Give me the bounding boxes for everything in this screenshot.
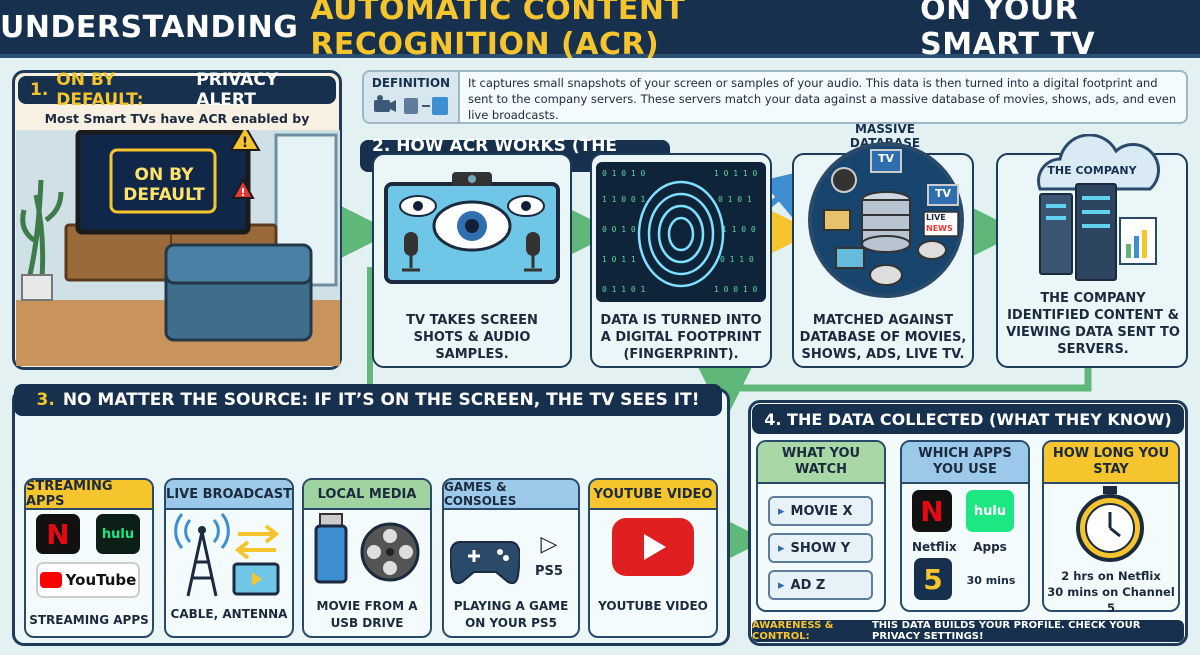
gamepad-icon (450, 541, 520, 585)
database-circle (808, 142, 964, 298)
source-card-streaming: STREAMING APPS (24, 478, 154, 638)
svg-text:1 1 0 0: 1 1 0 0 (722, 225, 756, 234)
db-news: NEWS (926, 224, 953, 233)
svg-text:0 1 0 1: 0 1 0 1 (718, 195, 752, 204)
youtube-logo: YouTube (36, 562, 140, 598)
source-title-youtube: YOUTUBE VIDEO (590, 480, 716, 510)
svg-text:1 0 1 1 0: 1 0 1 1 0 (714, 169, 758, 178)
tv-text-line2: DEFAULT (123, 185, 205, 205)
definition-label: DEFINITION (371, 76, 451, 90)
data-col-apps-title: WHICH APPS YOU USE (902, 442, 1028, 484)
watch-item-3: ▸ AD Z (768, 570, 873, 600)
netflix-logo-small: N (912, 490, 952, 532)
data-col-watch: WHAT YOU WATCH ▸ MOVIE X ▸ SHOW Y ▸ AD Z (756, 440, 886, 612)
section3-heading: NO MATTER THE SOURCE: IF IT’S ON THE SCR… (62, 390, 700, 410)
tv-on-by-default: ON BY DEFAULT (114, 165, 214, 205)
svg-text:1 0 1 1: 1 0 1 1 (602, 255, 636, 264)
footer-bold: AWARENESS & CONTROL: (752, 620, 834, 642)
title-highlight: AUTOMATIC CONTENT RECOGNITION (ACR) (310, 0, 686, 62)
definition-text: It captures small snapshots of your scre… (468, 76, 1177, 122)
title-bar: UNDERSTANDING AUTOMATIC CONTENT RECOGNIT… (0, 0, 1200, 62)
youtube-wordmark: YouTube (65, 571, 137, 589)
camera-server-icon (374, 95, 448, 115)
svg-text:0 1 1 0: 0 1 1 0 (720, 255, 754, 264)
svg-text:1 1 0 0 1: 1 1 0 0 1 (602, 195, 646, 204)
awareness-footer: AWARENESS & CONTROL: THIS DATA BUILDS YO… (752, 620, 1184, 642)
db-tv1: TV (878, 152, 895, 165)
svg-text:!: ! (242, 135, 248, 151)
svg-text:!: ! (240, 186, 245, 199)
definition-box (362, 70, 1188, 124)
playstation-icon: ▷ (540, 532, 558, 557)
hulu-logo-small: hulu (966, 490, 1014, 532)
netflix-label: Netflix (912, 540, 957, 554)
watch-item-3-label: AD Z (790, 577, 826, 593)
source-caption-broadcast: CABLE, ANTENNA (170, 607, 288, 621)
watch-item-1-label: MOVIE X (790, 503, 853, 519)
source-card-broadcast: LIVE BROADCAST (164, 478, 294, 638)
company-label: THE COMPANY (1047, 164, 1137, 177)
tv-text-line1: ON BY (134, 165, 194, 185)
play-arrow-icon: ▸ (778, 503, 785, 519)
fingerprint-illustration: 0 1 0 1 0 1 0 1 1 0 1 1 0 0 1 0 1 0 1 0 0 … (596, 162, 766, 302)
section4-header: 4. THE DATA COLLECTED (WHAT THEY KNOW) (752, 404, 1184, 434)
data-col-watch-title: WHAT YOU WATCH (758, 442, 884, 484)
source-title-games: GAMES & CONSOLES (444, 480, 578, 510)
youtube-play-button (612, 518, 694, 576)
definition-label-box: DEFINITION (364, 72, 460, 122)
section3-header: 3. NO MATTER THE SOURCE: IF IT’S ON THE … (14, 384, 722, 416)
company-servers-illustration (1037, 134, 1160, 281)
data-col-time-title: HOW LONG YOU STAY (1044, 442, 1178, 484)
svg-text:0 1 1 0 1: 0 1 1 0 1 (602, 285, 646, 294)
section1-heading2: PRIVACY ALERT (196, 70, 279, 110)
step2-caption: DATA IS TURNED INTO A DIGITAL FOOTPRINT … (600, 313, 762, 362)
source-title-local: LOCAL MEDIA (304, 480, 430, 510)
source-caption-local: MOVIE FROM A USB DRIVE (316, 599, 418, 630)
ps5-label: PS5 (535, 564, 563, 579)
time-summary: 2 hrs on Netflix 30 mins on Channel 5 (1042, 568, 1180, 616)
title-part1: UNDERSTANDING (0, 9, 299, 45)
antenna-icon (174, 513, 280, 597)
apps-label: Apps (973, 540, 1007, 554)
watch-item-1: ▸ MOVIE X (768, 496, 873, 526)
time-line2: 30 mins on Channel 5 (1047, 585, 1175, 615)
play-icon (644, 534, 666, 560)
svg-text:0 1 0 1 0: 0 1 0 1 0 (602, 169, 646, 178)
step4-caption: THE COMPANY IDENTIFIED CONTENT & VIEWING… (1006, 291, 1180, 357)
data-col-time: HOW LONG YOU STAY (1042, 440, 1180, 612)
tv-eye-illustration (384, 172, 560, 284)
source-caption-youtube: YOUTUBE VIDEO (598, 599, 708, 613)
netflix-logo: N (36, 514, 80, 554)
step1-caption: TV TAKES SCREEN SHOTS & AUDIO SAMPLES. (406, 313, 538, 362)
watch-item-2-label: SHOW Y (790, 540, 851, 556)
usb-film-icon (314, 513, 420, 584)
db-live: LIVE (926, 213, 946, 222)
watch-item-2: ▸ SHOW Y (768, 533, 873, 563)
time-line1: 2 hrs on Netflix (1061, 569, 1161, 583)
stopwatch-icon (1076, 486, 1144, 562)
living-room-illustration: ! ! (16, 130, 340, 366)
youtube-play-icon (39, 572, 62, 588)
play-arrow-icon: ▸ (778, 577, 785, 593)
svg-text:1 0 0 1 0: 1 0 0 1 0 (714, 285, 758, 294)
source-caption-games: PLAYING A GAME ON YOUR PS5 (453, 599, 569, 630)
channel5-mins: 30 mins (966, 574, 1016, 587)
source-title-broadcast: LIVE BROADCAST (166, 480, 292, 510)
source-caption-streaming: STREAMING APPS (29, 613, 149, 627)
source-title-streaming: STREAMING APPS (26, 480, 152, 510)
section1-number: 1. (30, 80, 49, 100)
svg-text:0 0 1 0: 0 0 1 0 (602, 225, 636, 234)
title-part2: ON YOUR SMART TV (920, 0, 1096, 62)
footer-text: THIS DATA BUILDS YOUR PROFILE. CHECK YOU… (871, 620, 1141, 642)
step3-caption: MATCHED AGAINST DATABASE OF MOVIES, SHOW… (799, 313, 967, 362)
channel5-logo: 5 (914, 558, 952, 600)
section1-heading: ON BY DEFAULT: (56, 70, 144, 110)
play-arrow-icon: ▸ (778, 540, 785, 556)
section1-header: 1. ON BY DEFAULT: PRIVACY ALERT (18, 70, 336, 110)
hulu-logo: hulu (96, 514, 140, 554)
section3-number: 3. (36, 390, 55, 410)
db-tv2: TV (935, 187, 952, 200)
